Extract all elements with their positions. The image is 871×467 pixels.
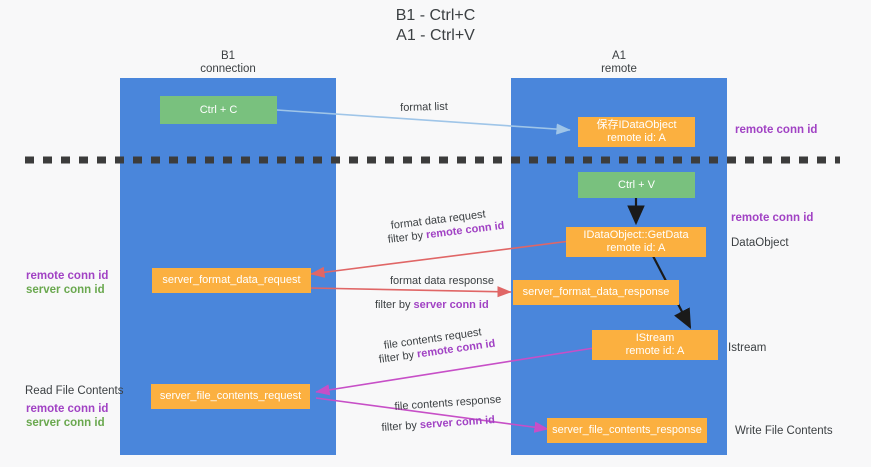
edge-label-file-contents-response-filter-id: server conn id [419,414,496,432]
title-line-2: A1 - Ctrl+V [396,27,475,44]
annotation-left-remote-conn-id-2: remote conn id [26,403,109,415]
node-idataobject-getdata[interactable]: IDataObject::GetData remote id: A [566,227,706,257]
annotation-left-server-conn-id-2: server conn id [26,417,105,429]
node-istream-label: IStream remote id: A [625,332,685,357]
annotation-write-file-contents: Write File Contents [735,425,833,437]
node-save-idataobject[interactable]: 保存IDataObject remote id: A [578,117,695,147]
node-server-format-data-request[interactable]: server_format_data_request [152,268,311,293]
column-header-b1: B1 connection [120,50,336,76]
node-ctrl-v[interactable]: Ctrl + V [578,172,695,198]
edge-label-format-data-response: format data response [390,275,494,287]
edge-label-file-contents-response-filter: filter by server conn id [381,413,495,435]
node-server-file-contents-request[interactable]: server_file_contents_request [151,384,310,409]
column-header-b1-name: B1 [220,50,236,62]
annotation-remote-conn-id-top: remote conn id [735,124,818,136]
node-ctrl-v-label: Ctrl + V [618,178,655,191]
title-line-1: B1 - Ctrl+C [395,7,476,24]
arrow-format-data-response [310,286,512,298]
edge-label-file-contents-response-filter-prefix: filter by [381,419,421,434]
annotation-istream: Istream [728,342,767,354]
node-ctrl-c-label: Ctrl + C [199,103,238,116]
node-server-file-contents-request-label: server_file_contents_request [159,390,302,402]
edge-label-format-list: format list [400,100,449,114]
edge-label-format-data-response-filter-prefix: filter by [375,299,414,311]
node-istream[interactable]: IStream remote id: A [592,330,718,360]
edge-label-format-data-request-filter-prefix: filter by [387,229,427,246]
node-server-format-data-response-label: server_format_data_response [522,286,670,298]
node-server-file-contents-response[interactable]: server_file_contents_response [547,418,707,443]
annotation-left-remote-conn-id: remote conn id [26,270,109,282]
annotation-remote-conn-id-mid: remote conn id [731,212,814,224]
node-ctrl-c[interactable]: Ctrl + C [160,96,277,124]
column-header-a1-name: A1 [611,50,627,62]
column-header-a1: A1 remote [511,50,727,76]
page-title: B1 - Ctrl+C A1 - Ctrl+V [0,6,871,46]
edge-label-format-data-response-filter: filter by server conn id [375,298,489,312]
edge-label-file-contents-response: file contents response [394,393,502,413]
column-header-b1-role: connection [200,63,256,75]
node-idataobject-getdata-label: IDataObject::GetData remote id: A [583,229,689,254]
node-server-format-data-response[interactable]: server_format_data_response [513,280,679,305]
node-server-format-data-request-label: server_format_data_request [162,274,301,286]
annotation-read-file-contents: Read File Contents [25,385,124,397]
edge-label-format-data-response-filter-id: server conn id [413,299,489,311]
annotation-dataobject: DataObject [731,237,789,249]
node-save-idataobject-label: 保存IDataObject remote id: A [596,119,677,144]
annotation-left-server-conn-id: server conn id [26,284,105,296]
node-server-file-contents-response-label: server_file_contents_response [552,424,702,436]
column-header-a1-role: remote [601,63,637,75]
edge-label-file-contents-request-filter-prefix: filter by [378,348,418,366]
